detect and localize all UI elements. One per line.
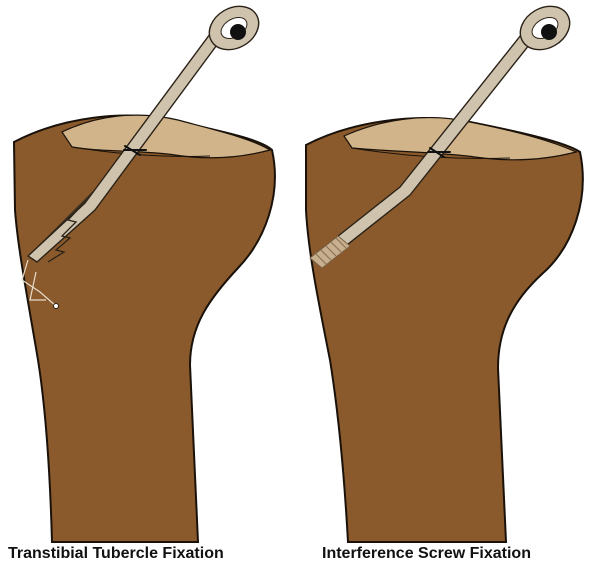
right-graft-anchor-dot (541, 24, 557, 40)
left-suture-knot (54, 304, 59, 309)
right-tibia-bone (306, 118, 583, 542)
right-panel-interference-screw (306, 0, 583, 542)
left-tibia-bone (14, 116, 275, 542)
caption-transtibial-tubercle-fixation: Transtibial Tubercle Fixation (8, 545, 224, 563)
caption-interference-screw-fixation: Interference Screw Fixation (322, 545, 531, 563)
left-graft-anchor-dot (230, 24, 246, 40)
left-panel-transtibial-tubercle (14, 0, 275, 542)
